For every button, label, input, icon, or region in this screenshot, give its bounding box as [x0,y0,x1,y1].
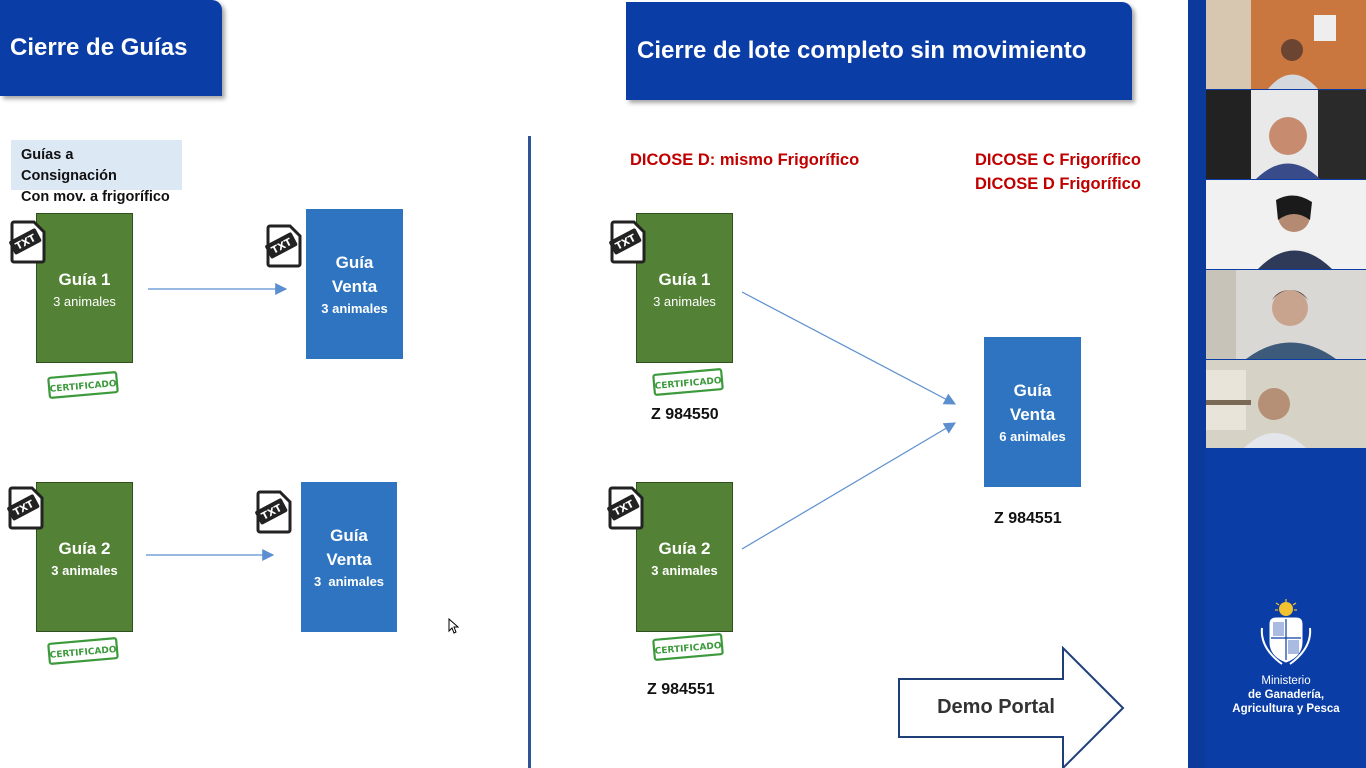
arrows-layer [146,283,957,561]
left-guia-2-card: Guía 2 3 animales [36,482,133,632]
left-guia-1-sub: 3 animales [53,294,116,309]
left-venta-2-sub: 3 animales [313,574,385,589]
left-guia-2-sub: 3 animales [51,563,118,578]
mouse-cursor-icon [448,617,460,639]
slide-canvas: Cierre de Guías Cierre de lote completo … [0,0,1141,768]
certificado-stamp-icon: CERTIFICADO [651,367,725,397]
certificado-stamp-icon: CERTIFICADO [46,370,120,400]
uruguay-coat-of-arms-icon [1256,598,1316,668]
left-venta-1-card: Guía Venta 3 animales [306,209,403,359]
right-venta-title-1: Guía [1013,381,1052,400]
left-venta-2-card: Guía Venta 3 animales [301,482,397,632]
certificado-stamp-icon: CERTIFICADO [651,632,725,662]
vertical-divider [528,136,531,768]
left-guia-1-title: Guía 1 [58,270,111,289]
dicose-d-same-label: DICOSE D: mismo Frigorífico [630,151,860,169]
left-guia-2-title: Guía 2 [58,539,111,558]
right-venta-sub: 6 animales [999,429,1066,444]
dicose-c-frig-label: DICOSE C Frigorífico [975,151,1141,169]
left-venta-2-title-1: Guía [330,526,368,545]
right-guia-1-card: Guía 1 3 animales [636,213,733,363]
right-guia-2-title: Guía 2 [658,539,711,558]
left-venta-1-sub: 3 animales [321,301,388,316]
txt-file-icon: TXT [254,490,294,534]
left-venta-1-title-1: Guía [335,253,374,272]
dicose-d-frig-label: DICOSE D Frigorífico [975,175,1141,193]
left-title-text: Cierre de Guías [10,34,188,61]
ministry-line-1: Ministerio [1261,675,1311,687]
right-title: Cierre de lote completo sin movimiento [626,2,1132,100]
ministry-line-3: Agricultura y Pesca [1232,703,1340,715]
left-venta-1-title-2: Venta [331,277,378,296]
legend-line-1: Guías a Consignación [21,147,117,184]
participant-video-2[interactable] [1206,90,1366,179]
participant-video-1[interactable] [1206,0,1366,89]
right-venta-z: Z 984551 [994,510,1062,527]
txt-file-icon: TXT [608,220,648,264]
left-guia-1-card: Guía 1 3 animales [36,213,133,363]
right-venta-card: Guía Venta 6 animales [984,337,1081,487]
left-venta-2-title-2: Venta [326,550,372,569]
right-guia-2-sub: 3 animales [651,563,718,578]
arrow-right-guia1-to-venta [741,291,957,405]
txt-file-icon: TXT [6,486,46,530]
left-title: Cierre de Guías [0,0,222,96]
right-guia-2-z: Z 984551 [647,681,715,698]
txt-file-icon: TXT [264,224,304,268]
demo-portal-label: Demo Portal [937,696,1055,718]
demo-portal-button[interactable]: Demo Portal [897,646,1127,768]
right-guia-1-sub: 3 animales [653,294,716,309]
right-guia-1-title: Guía 1 [658,270,711,289]
right-title-text: Cierre de lote completo sin movimiento [637,37,1087,64]
legend-box: Guías a Consignación Con mov. a frigoríf… [11,140,182,205]
right-guia-2-card: Guía 2 3 animales [636,482,733,632]
ministry-line-2: de Ganadería, [1247,689,1325,701]
ministry-logo: Ministerio de Ganadería, Agricultura y P… [1206,598,1366,718]
certificado-stamp-icon: CERTIFICADO [46,636,120,666]
legend-line-2: Con mov. a frigorífico [21,189,170,205]
participant-video-4[interactable] [1206,270,1366,359]
participant-video-3[interactable] [1206,180,1366,269]
participant-video-5[interactable] [1206,360,1366,448]
txt-file-icon: TXT [8,220,48,264]
right-guia-1-z: Z 984550 [651,406,719,423]
participants-panel: Ministerio de Ganadería, Agricultura y P… [1188,0,1366,768]
txt-file-icon: TXT [606,486,646,530]
arrow-right-guia2-to-venta [741,422,957,550]
right-venta-title-2: Venta [1009,405,1056,424]
